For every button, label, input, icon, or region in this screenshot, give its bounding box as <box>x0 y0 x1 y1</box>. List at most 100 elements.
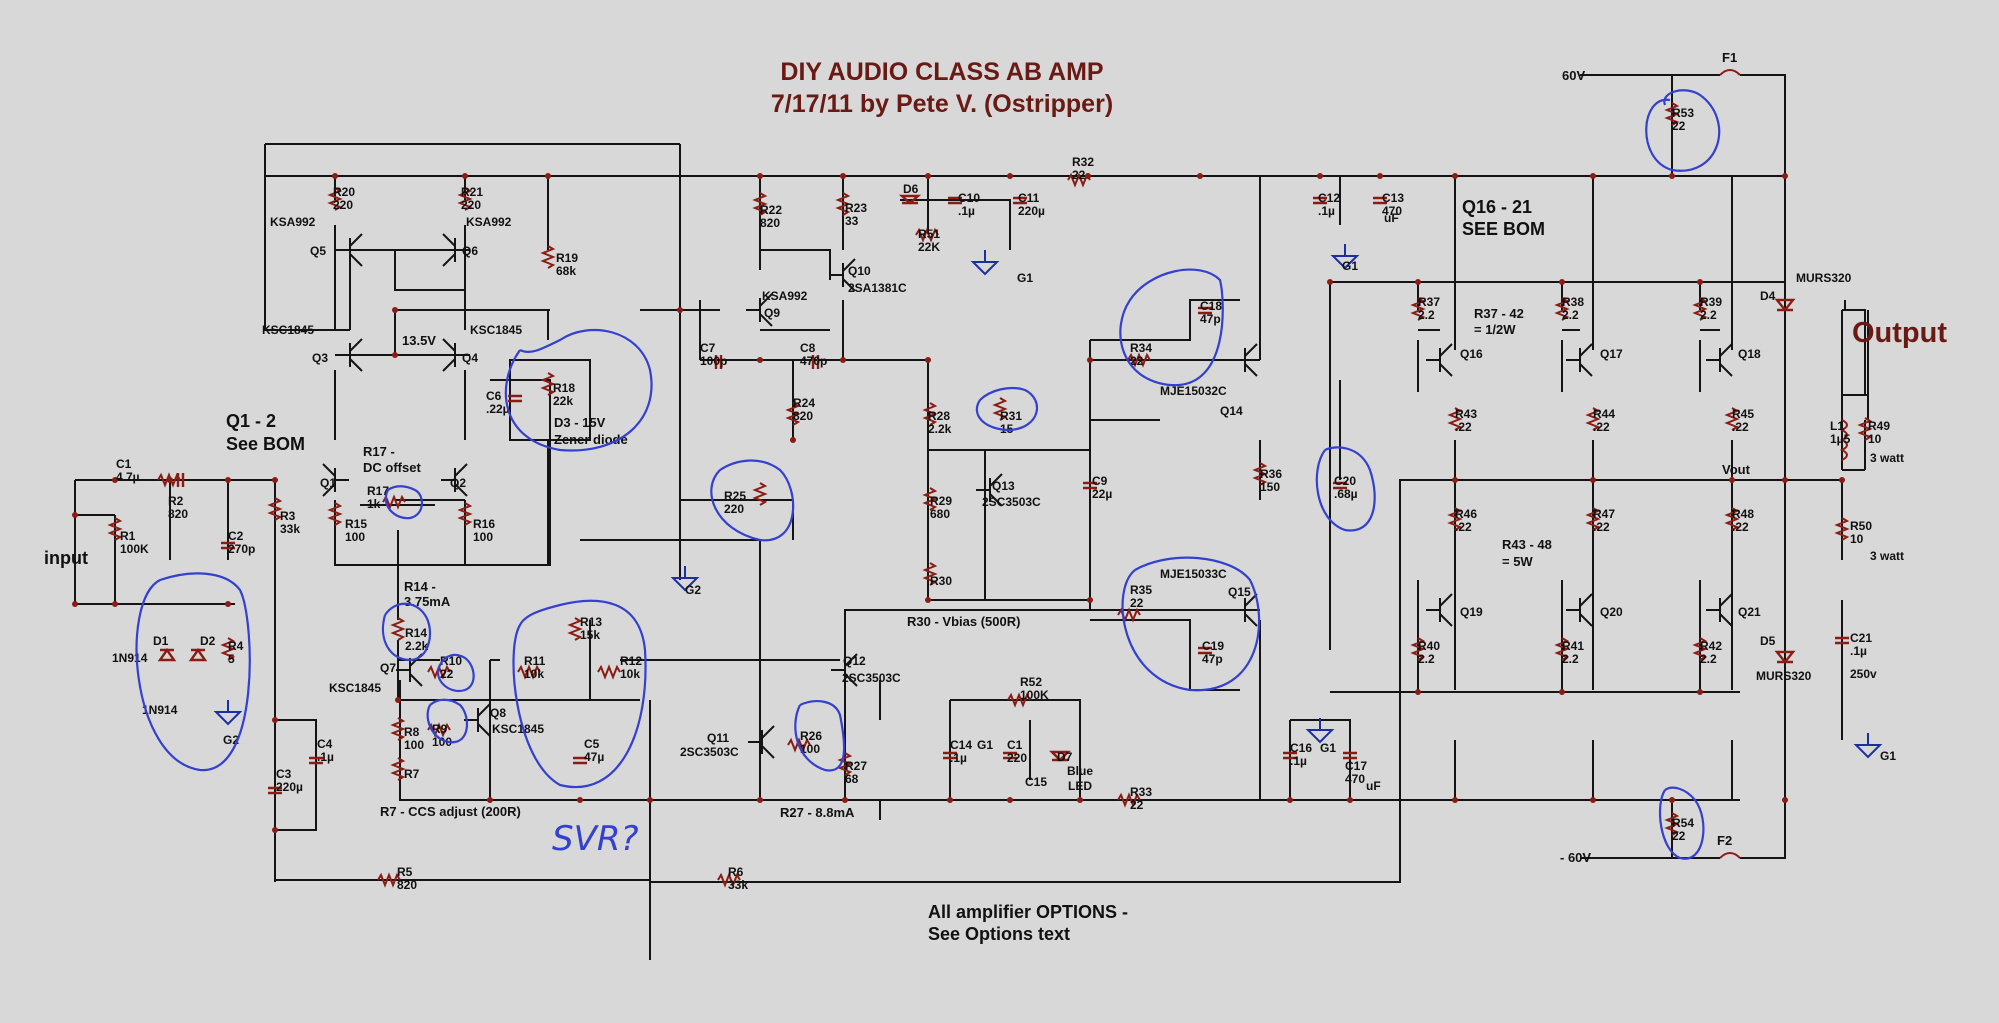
transistor-symbol-0 <box>336 233 363 267</box>
component-value-110: .22 <box>1455 520 1472 534</box>
transistor-symbol-11 <box>1426 343 1453 377</box>
resistor-symbol-14 <box>922 562 938 586</box>
component-value-118: 2.2 <box>1700 652 1717 666</box>
circle-d1-d2 <box>135 572 251 772</box>
resistor-symbol-51 <box>1664 812 1680 836</box>
component-label-29: R24 <box>793 396 815 410</box>
voltage-13-5-label: 13.5V <box>402 333 436 348</box>
r43-note-b: = 5W <box>1502 554 1533 569</box>
component-label-58: 1N914 <box>112 651 148 665</box>
resistor-symbol-48 <box>1554 637 1570 661</box>
component-value-82: 100 <box>800 742 820 756</box>
component-label-5: Q6 <box>462 244 478 258</box>
junction-dot-7 <box>1085 173 1091 179</box>
component-label-90: Blue <box>1067 764 1093 778</box>
transistor-symbol-18 <box>464 703 491 737</box>
component-label-31: R31 <box>1000 409 1022 423</box>
junction-dot-20 <box>392 352 398 358</box>
circle-r17 <box>384 485 423 520</box>
r37-note-a: R37 - 42 <box>1474 306 1524 321</box>
component-label-86: G1 <box>977 738 993 752</box>
junction-dot-33 <box>1590 797 1596 803</box>
junction-dot-6 <box>1007 173 1013 179</box>
component-label-81: 2SC3503C <box>680 745 739 759</box>
junction-dot-8 <box>1197 173 1203 179</box>
junction-dot-0 <box>332 173 338 179</box>
q1-2-bom-note: See BOM <box>226 434 305 454</box>
resistor-symbol-20 <box>457 502 473 526</box>
junction-dot-61 <box>225 601 231 607</box>
junction-dot-17 <box>225 477 231 483</box>
component-label-114: Q20 <box>1600 605 1623 619</box>
ground-icon-5 <box>1853 733 1883 759</box>
component-value-16: 22K <box>918 240 940 254</box>
component-label-112: R48 <box>1732 507 1754 521</box>
component-value-28: 22k <box>553 394 573 408</box>
circle-r13-c5 <box>512 599 647 788</box>
component-label-52: R17 <box>367 484 389 498</box>
junction-dot-13 <box>1669 173 1675 179</box>
resistor-symbol-52 <box>1857 417 1873 441</box>
component-label-99: Q15 <box>1228 585 1251 599</box>
component-label-61: R14 <box>405 626 427 640</box>
transistor-symbol-2 <box>336 338 363 372</box>
component-label-122: MURS320 <box>1796 271 1852 285</box>
component-value-71: 15k <box>580 628 600 642</box>
junction-dot-16 <box>167 477 173 483</box>
component-value-37: .68µ <box>1334 487 1358 501</box>
component-label-78: Q12 <box>843 654 866 668</box>
component-value-117: 2.2 <box>1562 652 1579 666</box>
junction-dot-57 <box>272 827 278 833</box>
ground-icon-1 <box>670 566 700 592</box>
component-label-23: KSA992 <box>762 289 808 303</box>
resistor-symbol-27 <box>390 757 406 781</box>
component-value-49: 33k <box>280 522 300 536</box>
component-label-84: R52 <box>1020 675 1042 689</box>
capacitor-symbol-1 <box>1013 196 1027 205</box>
capacitor-symbols <box>176 196 1849 795</box>
junction-dot-10 <box>1377 173 1383 179</box>
resistor-symbol-23 <box>390 617 406 641</box>
junction-dot-1 <box>462 173 468 179</box>
transistor-symbols <box>322 233 1733 759</box>
diode-d1-icon <box>157 647 177 662</box>
transistor-symbol-13 <box>1706 343 1733 377</box>
component-value-75: 220µ <box>276 780 303 794</box>
junction-dot-11 <box>1452 173 1458 179</box>
resistor-symbol-3 <box>752 192 768 216</box>
resistor-symbol-0 <box>327 187 343 211</box>
component-label-74: C4 <box>317 737 333 751</box>
component-label-55: D1 <box>153 634 169 648</box>
resistor-symbol-33 <box>787 737 811 753</box>
component-value-108: .22 <box>1593 420 1610 434</box>
r17-note-a: R17 - <box>363 444 395 459</box>
junction-dot-36 <box>1327 279 1333 285</box>
junction-dot-14 <box>1782 173 1788 179</box>
r43-note-a: R43 - 48 <box>1502 537 1552 552</box>
component-label-117: R41 <box>1562 639 1584 653</box>
component-value-64: 22 <box>440 667 454 681</box>
transistor-symbol-20 <box>748 725 775 759</box>
circle-r9 <box>426 698 468 744</box>
component-label-62: Q7 <box>380 661 396 675</box>
component-value-38: 22µ <box>1092 487 1112 501</box>
junction-dot-59 <box>72 601 78 607</box>
junction-dot-29 <box>1077 797 1083 803</box>
transistor-symbol-4 <box>322 463 349 497</box>
component-label-53: R15 <box>345 517 367 531</box>
component-value-70: 10k <box>524 667 544 681</box>
component-value-27: .22µ <box>486 402 510 416</box>
component-label-3: KSA992 <box>466 215 512 229</box>
component-label-22: 2SA1381C <box>848 281 907 295</box>
junction-dot-3 <box>757 173 763 179</box>
component-label-10: Q4 <box>462 351 478 365</box>
component-value-14: .1µ <box>958 204 975 218</box>
junction-dot-55 <box>840 357 846 363</box>
junction-dot-54 <box>757 357 763 363</box>
circle-r54 <box>1658 786 1705 860</box>
component-label-87: C1 <box>1007 738 1023 752</box>
component-value-53: 100 <box>345 530 365 544</box>
component-value-128: 10 <box>1850 532 1864 546</box>
diode-d2-icon <box>188 647 208 662</box>
junction-dot-38 <box>1559 279 1565 285</box>
